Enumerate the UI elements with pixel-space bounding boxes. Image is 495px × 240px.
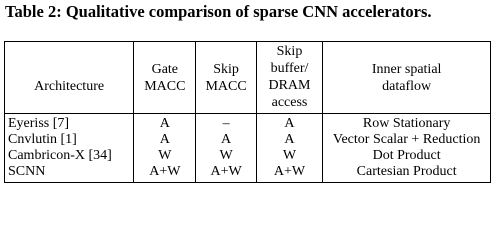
- table-caption: Table 2: Qualitative comparison of spars…: [5, 2, 432, 21]
- header-gate-macc: Gate MACC: [133, 41, 197, 114]
- cell-buffer: A+W: [256, 164, 324, 183]
- cell-architecture: Cambricon-X [34]: [3, 148, 135, 164]
- cell-buffer: A: [256, 132, 324, 148]
- cell-skip: A: [195, 132, 257, 148]
- table-row: Cnvlutin [1] A A A Vector Scalar + Reduc…: [3, 132, 491, 148]
- header-skip-line-2: MACC: [205, 79, 247, 94]
- header-architecture: Architecture: [3, 41, 135, 114]
- cell-architecture: SCNN: [3, 164, 135, 183]
- cell-architecture: Eyeriss [7]: [3, 113, 135, 132]
- cell-dataflow: Row Stationary: [322, 113, 491, 132]
- table-header-row: Architecture Gate MACC Skip MACC Skip bu…: [3, 41, 491, 114]
- comparison-table: Architecture Gate MACC Skip MACC Skip bu…: [3, 41, 491, 183]
- cell-buffer: W: [256, 148, 324, 164]
- header-skip-buffer: Skip buffer/ DRAM access: [256, 41, 324, 114]
- header-dataflow-line-2: dataflow: [382, 79, 432, 94]
- header-buffer-line-2: buffer/: [270, 61, 309, 76]
- cell-gate: A+W: [133, 164, 197, 183]
- table-row: Eyeriss [7] A – A Row Stationary: [3, 113, 491, 132]
- header-buffer-line-3: DRAM: [268, 78, 311, 93]
- table-row: Cambricon-X [34] W W W Dot Product: [3, 148, 491, 164]
- header-buffer-line-1: Skip: [276, 44, 303, 59]
- cell-dataflow: Cartesian Product: [322, 164, 491, 183]
- cell-dataflow: Dot Product: [322, 148, 491, 164]
- header-gate-line-2: MACC: [144, 79, 186, 94]
- cell-skip: –: [195, 113, 257, 132]
- cell-dataflow: Vector Scalar + Reduction: [322, 132, 491, 148]
- cell-gate: W: [133, 148, 197, 164]
- header-skip-macc: Skip MACC: [195, 41, 257, 114]
- header-dataflow: Inner spatial dataflow: [322, 41, 491, 114]
- header-dataflow-line-1: Inner spatial: [371, 62, 442, 77]
- header-buffer-line-4: access: [271, 95, 308, 110]
- cell-architecture: Cnvlutin [1]: [3, 132, 135, 148]
- cell-gate: A: [133, 113, 197, 132]
- cell-skip: W: [195, 148, 257, 164]
- header-skip-line-1: Skip: [213, 62, 239, 77]
- cell-gate: A: [133, 132, 197, 148]
- cell-skip: A+W: [195, 164, 257, 183]
- cell-buffer: A: [256, 113, 324, 132]
- header-gate-line-1: Gate: [151, 62, 179, 77]
- table-row: SCNN A+W A+W A+W Cartesian Product: [3, 164, 491, 183]
